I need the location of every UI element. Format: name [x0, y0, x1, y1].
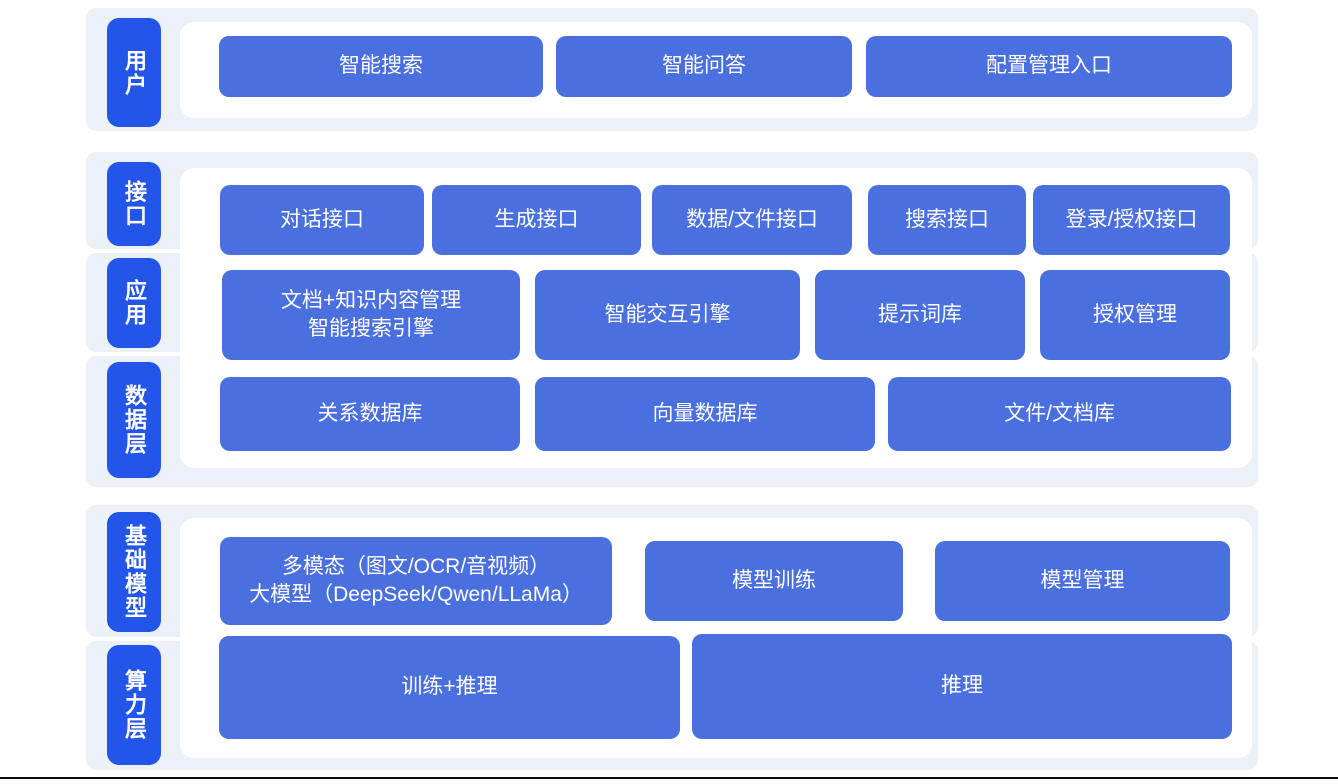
- box-multimodal-line2: 大模型（DeepSeek/Qwen/LLaMa）: [249, 583, 583, 606]
- tab-base-model-layer: 基础模型: [107, 512, 161, 632]
- box-doc-knowledge-search-engine: 文档+知识内容管理 智能搜索引擎: [222, 270, 520, 360]
- box-generate-api: 生成接口: [432, 185, 641, 255]
- box-infer: 推理: [692, 634, 1232, 739]
- tab-application-layer: 应用: [107, 258, 161, 348]
- box-prompt-library: 提示词库: [815, 270, 1025, 360]
- box-data-file-api: 数据/文件接口: [652, 185, 852, 255]
- box-smart-qa: 智能问答: [556, 36, 852, 97]
- box-dialog-api: 对话接口: [220, 185, 424, 255]
- box-model-management: 模型管理: [935, 541, 1230, 621]
- box-smart-search: 智能搜索: [219, 36, 543, 97]
- box-login-auth-api: 登录/授权接口: [1033, 185, 1230, 255]
- box-train-plus-infer: 训练+推理: [219, 636, 680, 739]
- bottom-divider-line: [0, 777, 1338, 779]
- tab-compute-layer: 算力层: [107, 645, 161, 765]
- box-config-entry: 配置管理入口: [866, 36, 1232, 97]
- box-doc-knowledge-line2: 智能搜索引擎: [308, 317, 434, 340]
- box-doc-knowledge-line1: 文档+知识内容管理: [280, 288, 462, 312]
- tab-data-layer: 数据层: [107, 362, 161, 478]
- tab-user-layer: 用户: [107, 18, 161, 127]
- box-multimodal-llm: 多模态（图文/OCR/音视频） 大模型（DeepSeek/Qwen/LLaMa）: [220, 537, 612, 625]
- box-search-api: 搜索接口: [868, 185, 1026, 255]
- box-relational-db: 关系数据库: [220, 377, 520, 451]
- box-file-doc-lib: 文件/文档库: [888, 377, 1231, 451]
- box-vector-db: 向量数据库: [535, 377, 875, 451]
- box-multimodal-line1: 多模态（图文/OCR/音视频）: [281, 554, 551, 578]
- box-model-training: 模型训练: [645, 541, 903, 621]
- box-interaction-engine: 智能交互引擎: [535, 270, 800, 360]
- box-auth-management: 授权管理: [1040, 270, 1230, 360]
- tab-interface-layer: 接口: [107, 162, 161, 246]
